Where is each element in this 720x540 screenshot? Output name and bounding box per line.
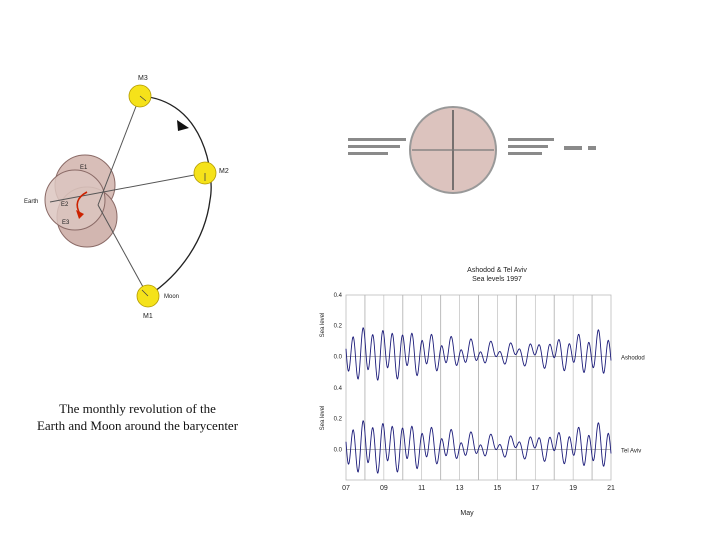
x-tick-label: 21 (607, 485, 615, 492)
tide-series-line (345, 420, 612, 474)
x-axis-label: May (460, 510, 474, 517)
y-tick-label: 0.0 (334, 354, 343, 360)
y-tick-label: 0.2 (334, 324, 343, 330)
x-tick-label: 15 (494, 485, 502, 492)
label-e3: E3 (62, 220, 70, 226)
orbit-path (139, 95, 212, 297)
x-tick-label: 19 (569, 485, 577, 492)
caption-line-1: The monthly revolution of the (59, 401, 216, 416)
series-label: Tel Aviv (621, 448, 641, 454)
line-to-m2 (49, 172, 206, 203)
line-to-m1 (97, 204, 149, 297)
tide-chart: Ashodod & Tel Aviv Sea levels 1997 0.40.… (320, 267, 645, 517)
chart-title: Ashodod & Tel Aviv (467, 267, 527, 274)
y-axis-label: Sea level (320, 406, 326, 431)
tidal-bulge-figure (348, 106, 596, 194)
x-tick-labels: 07 09 11 13 15 17 19 21 (342, 485, 615, 492)
label-moon: Moon (164, 294, 179, 300)
label-m2: M2 (219, 168, 229, 175)
moon-m1-mark (141, 289, 149, 297)
moon-m3-mark (139, 95, 147, 102)
label-e2: E2 (61, 202, 69, 208)
y-tick-label: 0.0 (334, 447, 343, 453)
line-to-m3 (97, 95, 141, 206)
y-tick-label: 0.2 (334, 417, 343, 423)
x-tick-label: 07 (342, 485, 350, 492)
label-earth: Earth (24, 199, 38, 205)
diagram-caption: The monthly revolution of the Earth and … (20, 400, 255, 434)
x-tick-label: 09 (380, 485, 388, 492)
caption-line-2: Earth and Moon around the barycenter (36, 418, 239, 433)
orbit-direction-arrow (177, 120, 189, 131)
earth-e2 (44, 169, 106, 231)
chart-subtitle: Sea levels 1997 (472, 276, 522, 283)
y-tick-label: 0.4 (334, 293, 343, 299)
x-tick-label: 13 (456, 485, 464, 492)
series-label: Ashodod (621, 355, 645, 361)
tide-series-line (345, 327, 612, 381)
label-m3: M3 (138, 75, 148, 82)
x-tick-label: 11 (418, 485, 425, 492)
blurred-right-text (508, 138, 596, 155)
barycenter-arrowhead (76, 210, 84, 219)
x-tick-label: 17 (531, 485, 539, 492)
vertical-gridlines (364, 295, 593, 480)
y-axis-label: Sea level (320, 313, 326, 338)
y-tick-label: 0.4 (334, 386, 343, 392)
orbit-diagram: M3 M2 M1 Moon Earth E1 E2 E3 (24, 75, 229, 320)
label-e1: E1 (80, 165, 88, 171)
label-m1: M1 (143, 313, 153, 320)
blurred-left-text (348, 138, 406, 155)
